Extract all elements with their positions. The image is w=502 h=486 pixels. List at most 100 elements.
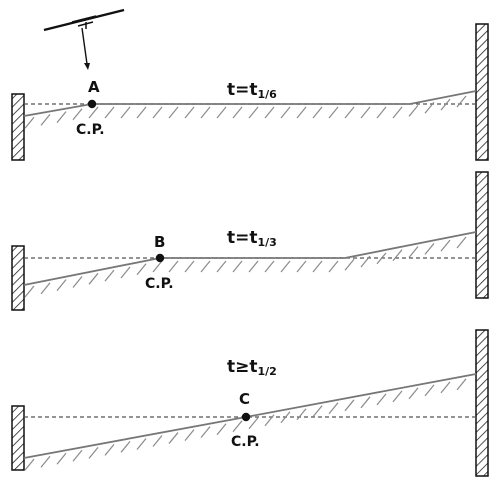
hatch-mark <box>200 106 211 119</box>
hatch-mark <box>280 411 291 424</box>
hatch-mark <box>56 111 67 123</box>
hatch-mark <box>440 98 451 111</box>
hatch-mark <box>408 105 419 117</box>
panel-2: B C.P. t=t1/3 <box>11 171 489 311</box>
hatch-mark <box>216 260 227 273</box>
panel-1: A C.P. t=t1/6 <box>11 23 489 161</box>
hatch-mark <box>168 260 179 273</box>
hatch-mark <box>136 263 147 276</box>
hatch-marks <box>24 236 467 298</box>
cp-label: C.P. <box>145 276 174 292</box>
hatch-mark <box>376 106 387 119</box>
hatch-mark <box>104 269 115 282</box>
hatch-mark <box>440 381 451 394</box>
hatch-mark <box>88 272 99 285</box>
hatch-mark <box>424 242 435 255</box>
hatch-mark <box>456 236 467 249</box>
panel-3: C C.P. t≥t1/2 <box>11 329 489 477</box>
time-label: t≥t1/2 <box>227 357 277 378</box>
hatch-mark <box>312 260 323 273</box>
hatch-mark <box>344 258 355 271</box>
hatch-mark <box>360 255 371 268</box>
hatch-mark <box>232 106 243 119</box>
time-label: t=t1/6 <box>227 80 277 101</box>
hatch-mark <box>248 417 259 430</box>
hatch-marks <box>24 378 467 471</box>
hatch-mark <box>280 106 291 119</box>
hatch-mark <box>280 260 291 273</box>
hatch-mark <box>392 106 403 119</box>
hatch-mark <box>40 114 51 126</box>
hatch-mark <box>296 260 307 273</box>
hatch-mark <box>184 429 195 441</box>
beam-profile <box>23 231 477 286</box>
time-label: t=t1/3 <box>227 228 277 249</box>
hatch-mark <box>120 106 131 119</box>
hatch-mark <box>264 414 275 427</box>
cp-label: C.P. <box>231 434 260 450</box>
left-support-wall <box>11 245 25 311</box>
hatch-mark <box>360 106 371 119</box>
hatch-mark <box>392 249 403 262</box>
hatch-mark <box>264 106 275 119</box>
hatch-mark <box>360 396 371 409</box>
hatch-mark <box>136 438 147 450</box>
hatch-mark <box>264 260 275 273</box>
point-label: B <box>154 233 165 251</box>
hatch-mark <box>344 106 355 119</box>
hatch-mark <box>72 108 83 121</box>
hatch-mark <box>200 426 211 439</box>
hatch-mark <box>408 387 419 400</box>
beam-profile <box>23 90 477 117</box>
cp-label: C.P. <box>76 122 105 138</box>
hatch-mark <box>456 378 467 391</box>
hatch-mark <box>376 252 387 265</box>
hatch-mark <box>184 260 195 273</box>
hatch-marks <box>24 95 467 129</box>
light-source-icon <box>43 8 125 70</box>
hatch-mark <box>312 106 323 119</box>
hatch-mark <box>152 260 163 273</box>
contact-point-dot <box>241 412 251 422</box>
hatch-mark <box>56 279 67 292</box>
hatch-mark <box>72 449 83 462</box>
left-support-wall <box>11 405 25 471</box>
hatch-mark <box>392 390 403 403</box>
hatch-mark <box>408 246 419 258</box>
hatch-mark <box>24 458 35 471</box>
hatch-mark <box>424 101 435 114</box>
hatch-mark <box>136 106 147 119</box>
hatch-mark <box>232 420 243 433</box>
hatch-mark <box>120 266 131 279</box>
hatch-mark <box>216 106 227 119</box>
hatch-mark <box>88 446 99 459</box>
contact-point-dot <box>155 253 165 263</box>
hatch-mark <box>328 106 339 119</box>
hatch-mark <box>72 276 83 288</box>
hatch-mark <box>152 435 163 447</box>
right-support-wall <box>475 171 489 299</box>
hatch-mark <box>296 106 307 119</box>
hatch-mark <box>456 95 467 108</box>
hatch-mark <box>168 432 179 444</box>
hatch-mark <box>440 239 451 252</box>
hatch-mark <box>104 106 115 119</box>
hatch-mark <box>168 106 179 119</box>
hatch-mark <box>24 116 35 129</box>
hatch-mark <box>248 106 259 119</box>
left-support-wall <box>11 93 25 161</box>
hatch-mark <box>56 452 67 465</box>
point-label: C <box>239 390 250 408</box>
hatch-mark <box>376 393 387 406</box>
hatch-mark <box>88 106 99 119</box>
hatch-mark <box>40 455 51 468</box>
right-support-wall <box>475 329 489 477</box>
hatch-mark <box>120 441 131 453</box>
hatch-mark <box>232 260 243 273</box>
hatch-mark <box>184 106 195 119</box>
hatch-mark <box>328 402 339 415</box>
hatch-mark <box>216 423 227 436</box>
hatch-mark <box>328 260 339 273</box>
hatch-mark <box>296 408 307 421</box>
